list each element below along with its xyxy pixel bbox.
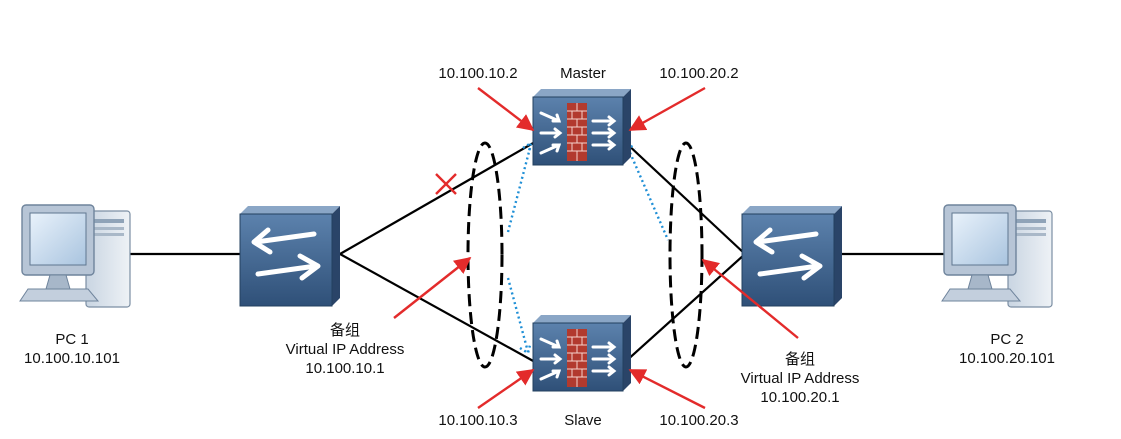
group-right-subtitle: Virtual IP Address: [740, 370, 860, 387]
group-right-ip: 10.100.20.1: [760, 389, 840, 406]
slave-role-label: Slave: [564, 412, 602, 429]
group-right-title: 备组: [784, 351, 815, 368]
link-switch1-slave: [339, 253, 536, 363]
pc2-ip: 10.100.20.101: [959, 350, 1055, 367]
arrow-slave-left-ip: [477, 369, 535, 409]
pc1-name: PC 1: [55, 331, 89, 348]
pc2-name: PC 2: [990, 331, 1024, 348]
network-links: [128, 141, 950, 363]
link-switch1-master: [339, 141, 536, 255]
arrow-master-left-ip: [477, 87, 535, 132]
arrow-master-right-ip: [628, 86, 706, 132]
group-left-ip: 10.100.10.1: [305, 360, 385, 377]
master-role-label: Master: [560, 65, 606, 82]
pc-icon: [941, 204, 1053, 308]
pc1-ip: 10.100.10.101: [24, 350, 120, 367]
master-ip-left: 10.100.10.2: [438, 65, 518, 82]
slave-ip-right: 10.100.20.3: [659, 412, 739, 429]
arrow-slave-right-ip: [628, 368, 706, 410]
group-ellipse-right: [668, 141, 704, 369]
slave-ip-left: 10.100.10.3: [438, 412, 518, 429]
link-slave-switch2: [624, 253, 746, 363]
group-ellipse-left: [466, 141, 504, 369]
firewall-icon: [532, 315, 631, 392]
arrow-group-right: [701, 258, 799, 339]
switch-icon: [741, 206, 842, 307]
group-left-title: 备组: [329, 322, 360, 339]
firewall-icon: [532, 89, 631, 166]
link-master-switch2: [624, 141, 746, 255]
link-fault-x-icon: [435, 173, 457, 195]
pointer-arrows: [393, 86, 799, 410]
master-ip-right: 10.100.20.2: [659, 65, 739, 82]
switch-icon: [239, 206, 340, 307]
pc-icon: [19, 204, 131, 308]
group-left-subtitle: Virtual IP Address: [285, 341, 405, 358]
arrow-group-left: [393, 256, 472, 319]
